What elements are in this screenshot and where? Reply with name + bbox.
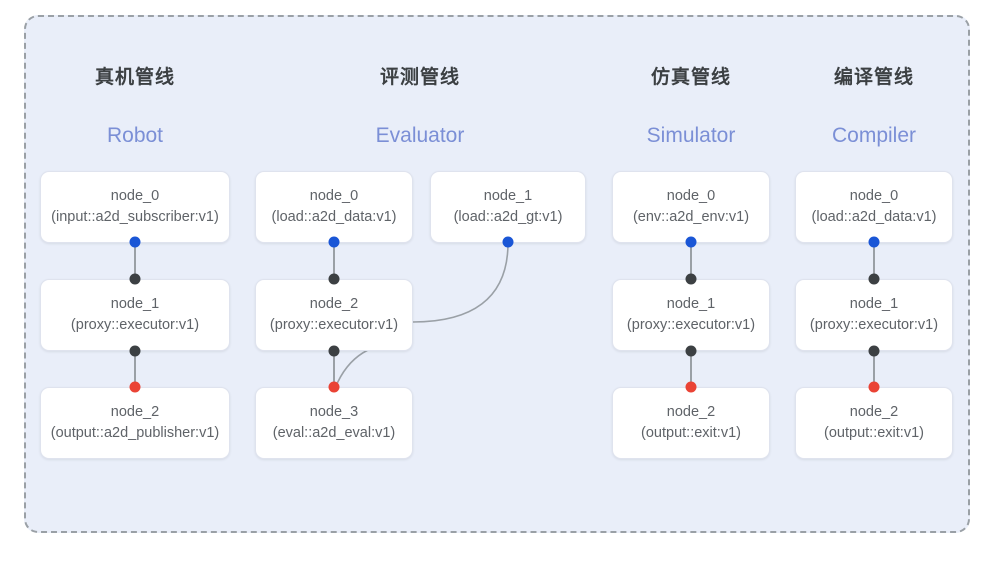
node-robot-2[interactable]: node_2 (output::a2d_publisher:v1) bbox=[40, 387, 230, 459]
node-name: node_0 bbox=[309, 188, 359, 205]
node-evaluator-0[interactable]: node_0 (load::a2d_data:v1) bbox=[255, 171, 413, 243]
edge-compiler-0-1 bbox=[873, 242, 875, 279]
node-type: (eval::a2d_eval:v1) bbox=[272, 425, 396, 441]
node-name: node_0 bbox=[666, 188, 716, 205]
column-title-en-evaluator: Evaluator bbox=[375, 124, 465, 147]
column-title-cn-simulator: 仿真管线 bbox=[650, 67, 732, 88]
column-title-cn-evaluator: 评测管线 bbox=[379, 67, 461, 88]
node-robot-1[interactable]: node_1 (proxy::executor:v1) bbox=[40, 279, 230, 351]
node-name: node_2 bbox=[110, 404, 160, 421]
node-type: (proxy::executor:v1) bbox=[70, 317, 200, 333]
node-name: node_1 bbox=[666, 296, 716, 313]
port-output-dot-evaluator-1[interactable] bbox=[502, 236, 514, 248]
port-input-dot-compiler-1[interactable] bbox=[868, 273, 880, 285]
node-name: node_2 bbox=[849, 404, 899, 421]
node-simulator-2[interactable]: node_2 (output::exit:v1) bbox=[612, 387, 770, 459]
port-output-dot-robot-0[interactable] bbox=[129, 236, 141, 248]
node-type: (load::a2d_gt:v1) bbox=[453, 209, 563, 225]
node-robot-0[interactable]: node_0 (input::a2d_subscriber:v1) bbox=[40, 171, 230, 243]
port-input-dot-robot-1[interactable] bbox=[129, 273, 141, 285]
node-type: (load::a2d_data:v1) bbox=[271, 209, 397, 225]
node-compiler-1[interactable]: node_1 (proxy::executor:v1) bbox=[795, 279, 953, 351]
edge-simulator-0-1 bbox=[690, 242, 692, 279]
node-type: (output::a2d_publisher:v1) bbox=[50, 425, 220, 441]
node-compiler-0[interactable]: node_0 (load::a2d_data:v1) bbox=[795, 171, 953, 243]
node-name: node_2 bbox=[666, 404, 716, 421]
port-output-dot-simulator-0[interactable] bbox=[685, 236, 697, 248]
port-output-dot-evaluator-2[interactable] bbox=[328, 345, 340, 357]
node-compiler-2[interactable]: node_2 (output::exit:v1) bbox=[795, 387, 953, 459]
edge-simulator-1-2 bbox=[690, 351, 692, 387]
port-input-dot-robot-2[interactable] bbox=[129, 381, 141, 393]
node-type: (input::a2d_subscriber:v1) bbox=[51, 209, 219, 225]
node-type: (proxy::executor:v1) bbox=[809, 317, 939, 333]
port-output-dot-robot-1[interactable] bbox=[129, 345, 141, 357]
node-simulator-0[interactable]: node_0 (env::a2d_env:v1) bbox=[612, 171, 770, 243]
node-evaluator-3[interactable]: node_3 (eval::a2d_eval:v1) bbox=[255, 387, 413, 459]
column-title-en-robot: Robot bbox=[106, 124, 164, 147]
port-input-dot-evaluator-3[interactable] bbox=[328, 381, 340, 393]
port-input-dot-compiler-2[interactable] bbox=[868, 381, 880, 393]
node-evaluator-1[interactable]: node_1 (load::a2d_gt:v1) bbox=[430, 171, 586, 243]
column-title-cn-compiler: 编译管线 bbox=[833, 67, 915, 88]
node-type: (output::exit:v1) bbox=[824, 425, 924, 441]
node-name: node_1 bbox=[849, 296, 899, 313]
port-input-dot-simulator-2[interactable] bbox=[685, 381, 697, 393]
port-input-dot-evaluator-2[interactable] bbox=[328, 273, 340, 285]
column-title-en-compiler: Compiler bbox=[831, 124, 917, 147]
node-name: node_2 bbox=[309, 296, 359, 313]
node-type: (output::exit:v1) bbox=[641, 425, 741, 441]
node-type: (proxy::executor:v1) bbox=[269, 317, 399, 333]
node-type: (load::a2d_data:v1) bbox=[811, 209, 937, 225]
port-output-dot-evaluator-0[interactable] bbox=[328, 236, 340, 248]
edge-robot-1-2 bbox=[134, 351, 136, 387]
node-name: node_1 bbox=[483, 188, 533, 205]
node-name: node_0 bbox=[849, 188, 899, 205]
node-type: (env::a2d_env:v1) bbox=[632, 209, 750, 225]
node-evaluator-2[interactable]: node_2 (proxy::executor:v1) bbox=[255, 279, 413, 351]
edge-evaluator-2-3 bbox=[333, 351, 335, 387]
port-output-dot-simulator-1[interactable] bbox=[685, 345, 697, 357]
node-name: node_3 bbox=[309, 404, 359, 421]
port-output-dot-compiler-0[interactable] bbox=[868, 236, 880, 248]
edge-compiler-1-2 bbox=[873, 351, 875, 387]
node-simulator-1[interactable]: node_1 (proxy::executor:v1) bbox=[612, 279, 770, 351]
port-input-dot-simulator-1[interactable] bbox=[685, 273, 697, 285]
edge-evaluator-0-2 bbox=[333, 242, 335, 279]
edge-robot-0-1 bbox=[134, 242, 136, 279]
node-name: node_0 bbox=[110, 188, 160, 205]
node-type: (proxy::executor:v1) bbox=[626, 317, 756, 333]
column-title-cn-robot: 真机管线 bbox=[94, 67, 176, 88]
port-output-dot-compiler-1[interactable] bbox=[868, 345, 880, 357]
node-name: node_1 bbox=[110, 296, 160, 313]
column-title-en-simulator: Simulator bbox=[646, 124, 736, 147]
